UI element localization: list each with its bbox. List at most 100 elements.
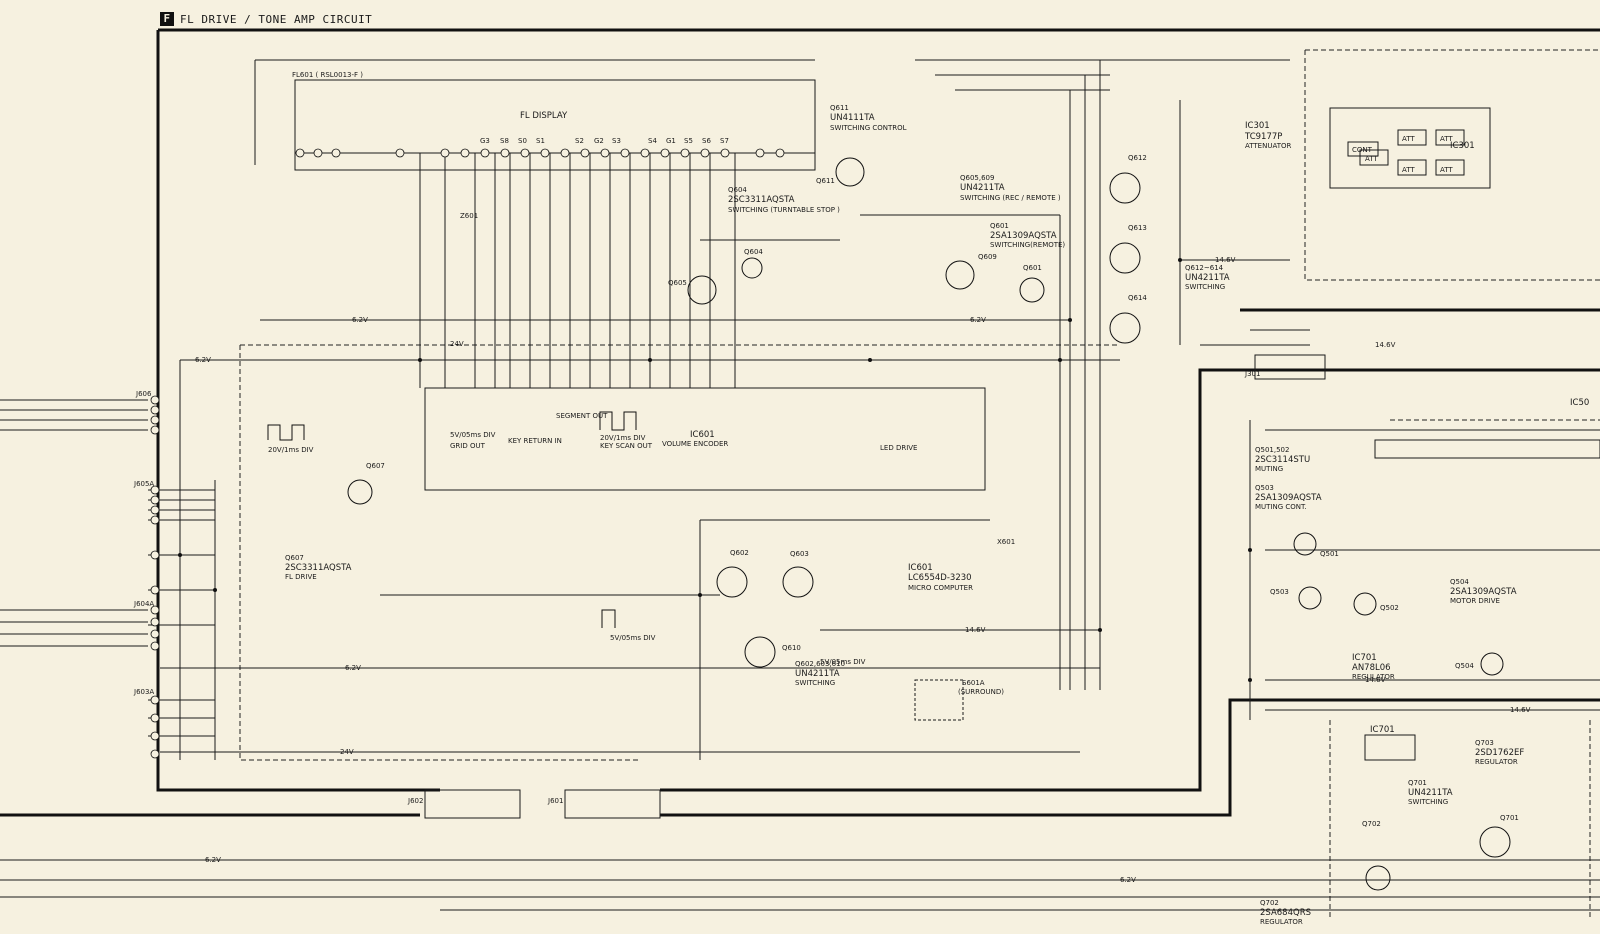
sheet-heading: F FL DRIVE / TONE AMP CIRCUIT	[160, 12, 372, 26]
tr-symbol-ref: Q601	[1023, 264, 1042, 272]
waveform-sketches	[267, 411, 637, 628]
tr-part: UN4111TA	[830, 113, 875, 123]
tr-ref: Q612~614	[1185, 264, 1224, 272]
transistor-annotation: Q703 2SD1762EF REGULATOR	[1475, 739, 1524, 766]
ic301-desc: ATTENUATOR	[1245, 142, 1291, 150]
voltage-tag: 14.6V	[1215, 256, 1236, 264]
waveform	[601, 609, 616, 628]
tr-desc: MOTOR DRIVE	[1450, 597, 1500, 605]
tr-desc: SWITCHING (TURNTABLE STOP )	[728, 206, 840, 214]
transistor-annotation: Q702 2SA684QRS REGULATOR	[1260, 899, 1311, 926]
transistor-symbol	[741, 257, 763, 279]
grid-label: S2	[575, 137, 584, 145]
grid-label: S7	[720, 137, 729, 145]
board-outline	[0, 28, 1600, 817]
ic301-block: ATT	[1402, 135, 1415, 143]
voltage-tag: 6.2V	[345, 664, 361, 672]
transistor-annotation: Q701 UN4211TA SWITCHING	[1408, 779, 1453, 806]
transistor-annotation: Q611 UN4111TA SWITCHING CONTROL	[830, 104, 907, 132]
waveform-caption: 5V/05ms DIV	[610, 634, 656, 642]
tr-symbol-ref: Q603	[790, 550, 809, 558]
connector-label: J601	[547, 797, 563, 805]
transistor-annotation: Q601 2SA1309AQSTA SWITCHING(REMOTE)	[990, 222, 1065, 249]
switch-desc: (SURROUND)	[958, 688, 1004, 696]
pin-rows	[150, 148, 785, 759]
tr-symbol-ref: Q611	[816, 177, 835, 185]
tr-part: 2SA684QRS	[1260, 908, 1311, 918]
transistor-refs: Q611 Q604 Q605 Q609 Q601 Q612 Q613 Q614 …	[366, 154, 1519, 828]
voltage-tag: 14.6V	[1365, 676, 1386, 684]
ic701-desc: REGULATOR	[1352, 673, 1395, 681]
fl-grid-labels: G3 S8 S0 S1 S2 G2 S3 S4 G1 S5 S6 S7	[480, 137, 729, 145]
fl601-part: FL601 ( RSL0013-F )	[292, 71, 363, 79]
transistor-symbol	[744, 636, 776, 668]
ic701-part: AN78L06	[1352, 663, 1391, 673]
tr-part: 2SC3311AQSTA	[285, 563, 352, 573]
transistor-symbol	[945, 260, 975, 290]
voltage-tag: 6.2V	[205, 856, 221, 864]
labels: FL601 ( RSL0013-F ) FL DISPLAY G3 S8 S0 …	[133, 71, 1589, 926]
grid-label: S0	[518, 137, 527, 145]
voltage-tag: 24V	[340, 748, 354, 756]
tr-ref: Q503	[1255, 484, 1274, 492]
transistor-symbol	[1479, 826, 1511, 858]
sheet-title: FL DRIVE / TONE AMP CIRCUIT	[180, 12, 373, 26]
tr-symbol-ref: Q701	[1500, 814, 1519, 822]
tr-desc: SWITCHING CONTROL	[830, 124, 907, 132]
ic601-group: LED DRIVE	[880, 444, 917, 452]
tr-ref: Q604	[728, 186, 747, 194]
tr-desc: SWITCHING	[1185, 283, 1225, 291]
tr-part: UN4211TA	[795, 669, 840, 679]
ic601-group: KEY SCAN OUT	[600, 442, 653, 450]
transistor-symbol	[782, 566, 814, 598]
voltage-tag: 14.6V	[965, 626, 986, 634]
ic301-ref: IC301	[1245, 121, 1270, 131]
transistor-symbol	[1480, 652, 1504, 676]
waveform-caption: 5V/05ms DIV	[450, 431, 496, 439]
connector-label: J603A	[133, 688, 154, 696]
tr-ref: Q701	[1408, 779, 1427, 787]
waveform-caption: 5V/05ms DIV	[820, 658, 866, 666]
connector-label: J605A	[133, 480, 154, 488]
tr-ref: Q703	[1475, 739, 1494, 747]
tr-ref: Q602,603,610	[795, 660, 845, 668]
transistor-symbol	[1293, 532, 1317, 556]
grid-label: G1	[666, 137, 676, 145]
ic301-block: ATT	[1365, 155, 1378, 163]
tr-symbol-ref: Q609	[978, 253, 997, 261]
tr-desc: REGULATOR	[1260, 918, 1303, 926]
x601-label: X601	[997, 538, 1015, 546]
transistor-annotation: Q501,502 2SC3114STU MUTING	[1255, 446, 1310, 473]
voltage-tag: 14.6V	[1510, 706, 1531, 714]
ic301-block: ATT	[1440, 135, 1453, 143]
tr-symbol-ref: Q602	[730, 549, 749, 557]
tr-part: 2SA1309AQSTA	[990, 231, 1057, 241]
transistor-symbol	[1109, 312, 1141, 344]
tr-part: UN4211TA	[1185, 273, 1230, 283]
tr-symbol-ref: Q612	[1128, 154, 1147, 162]
tr-symbol-ref: Q605	[668, 279, 687, 287]
tr-ref: Q605,609	[960, 174, 994, 182]
tr-ref: Q607	[285, 554, 304, 562]
tr-ref: Q611	[830, 104, 849, 112]
transistor-symbol	[1109, 242, 1141, 274]
voltage-tag: 14.6V	[1375, 341, 1396, 349]
tr-ref: Q601	[990, 222, 1009, 230]
tr-symbol-ref: Q614	[1128, 294, 1147, 302]
ic701-ref: IC701	[1352, 653, 1377, 663]
transistor-annotation: Q602,603,610 UN4211TA SWITCHING	[795, 660, 845, 687]
voltage-tag: 6.2V	[195, 356, 211, 364]
transistor-symbol	[1019, 277, 1045, 303]
tr-part: 2SC3311AQSTA	[728, 195, 795, 205]
grid-label: S6	[702, 137, 711, 145]
voltage-tag: 6.2V	[352, 316, 368, 324]
transistor-symbol	[347, 479, 373, 505]
tr-desc: FL DRIVE	[285, 573, 317, 581]
region-border	[239, 49, 1600, 920]
ic601-group: SEGMENT OUT	[556, 412, 608, 420]
tr-symbol-ref: Q502	[1380, 604, 1399, 612]
connector-label: J604A	[133, 600, 154, 608]
ic301-part: TC9177P	[1244, 132, 1282, 142]
tr-symbol-ref: Q604	[744, 248, 763, 256]
